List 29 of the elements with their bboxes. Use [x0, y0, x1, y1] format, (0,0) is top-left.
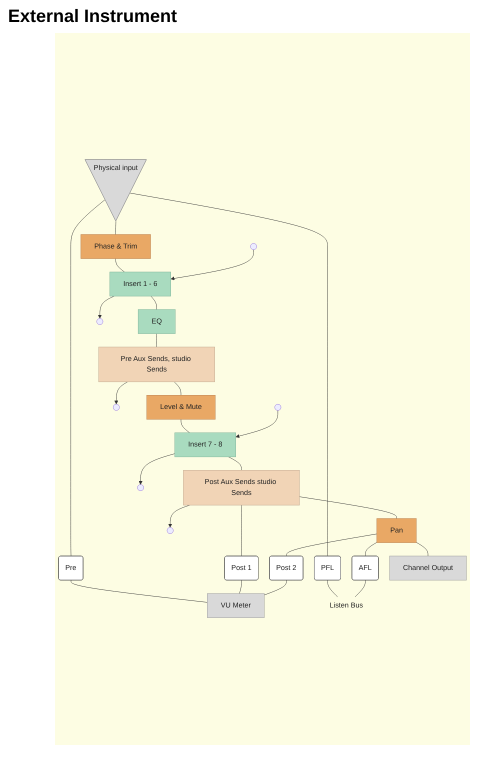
connector: [116, 258, 125, 273]
connector: [354, 580, 366, 598]
connector: [174, 382, 182, 396]
connector: [241, 505, 242, 557]
connector: [286, 534, 378, 557]
node-box: [98, 347, 215, 382]
connector: [264, 580, 287, 596]
connector: [327, 580, 338, 598]
connector: [150, 296, 157, 310]
connector: [239, 580, 242, 594]
connector: [156, 334, 157, 348]
connector: [416, 542, 428, 557]
connector: [130, 193, 328, 557]
connector: [70, 580, 208, 603]
node-box: [207, 594, 265, 618]
node-box: [146, 395, 216, 420]
node-box: [174, 432, 236, 458]
connector: [180, 420, 190, 434]
node-box: [389, 556, 467, 581]
node-box: [80, 234, 151, 260]
connector: [70, 200, 106, 557]
connector: [365, 542, 378, 557]
node-box: [138, 310, 176, 334]
node-box: [110, 272, 171, 297]
connector: [228, 457, 242, 471]
connector: [299, 496, 397, 520]
node-box: [376, 518, 417, 544]
diagram-title: External Instrument: [8, 6, 178, 27]
node-box: [183, 470, 300, 506]
